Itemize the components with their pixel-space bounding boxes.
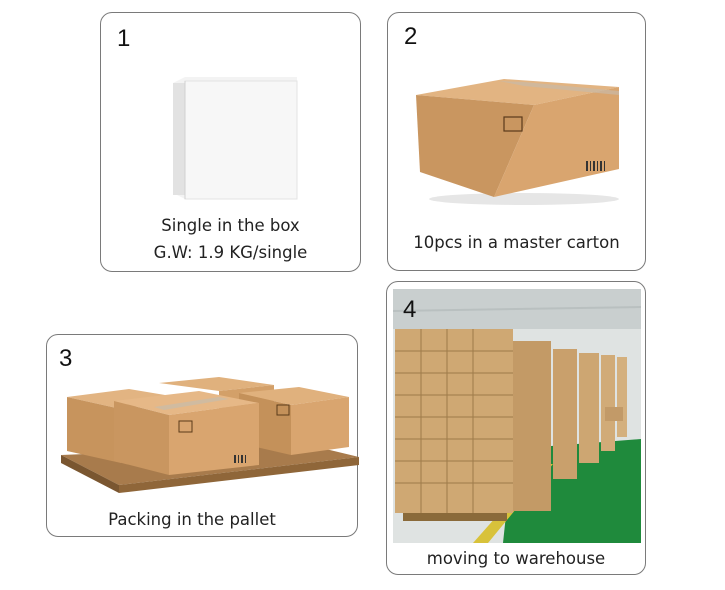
step-1-caption-line1: Single in the box [161,216,300,235]
step-4-card: 4 moving to warehouse [386,281,646,575]
step-1-number: 1 [117,25,131,52]
step-1-card: 1 Single in the box G.W: 1.9 KG/single [100,12,361,272]
white-box-icon [165,75,305,205]
step-3-caption: Packing in the pallet [108,510,276,529]
step-3-card: 3 Packing in the pallet [46,334,359,537]
cardboard-carton-icon [414,77,624,207]
step-1-caption-line2: G.W: 1.9 KG/single [153,243,308,262]
step-3-number: 3 [59,345,73,372]
step-2-card: 2 10pcs in a master carton [387,12,646,271]
step-4-caption: moving to warehouse [426,549,606,568]
step-2-number: 2 [404,23,418,50]
step-2-caption: 10pcs in a master carton [413,233,620,252]
step-4-number: 4 [403,296,417,323]
pallet-icon [59,375,359,500]
warehouse-photo [393,289,641,543]
